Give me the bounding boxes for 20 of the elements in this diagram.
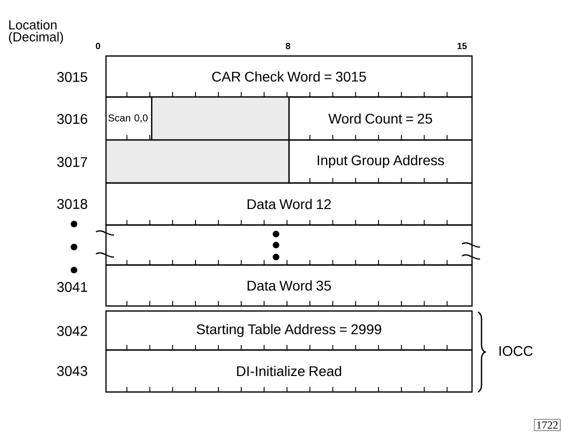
break-box <box>105 224 473 266</box>
field-box: DI-Initialize Read <box>105 349 473 393</box>
location-number: 3015 <box>57 72 88 82</box>
field-box: Data Word 12 <box>105 182 473 226</box>
shaded-box <box>151 96 290 141</box>
shaded-box <box>105 139 290 184</box>
figure-number: 1722 <box>534 419 560 431</box>
location-number: 3018 <box>57 199 88 209</box>
column-heading: Location (Decimal) <box>9 20 63 44</box>
bit-number: 0 <box>96 42 100 50</box>
location-number: 3042 <box>57 326 88 336</box>
location-number: 3043 <box>57 366 88 376</box>
field-box: Word Count = 25 <box>288 96 473 141</box>
location-number: 3017 <box>57 157 88 167</box>
field-box: Data Word 35 <box>105 264 473 307</box>
bracket-label: IOCC <box>500 346 533 356</box>
field-box: Starting Table Address = 2999 <box>105 310 473 351</box>
location-number: 3016 <box>57 114 88 124</box>
location-number: 3041 <box>57 282 88 292</box>
field-box: Input Group Address <box>288 139 473 184</box>
